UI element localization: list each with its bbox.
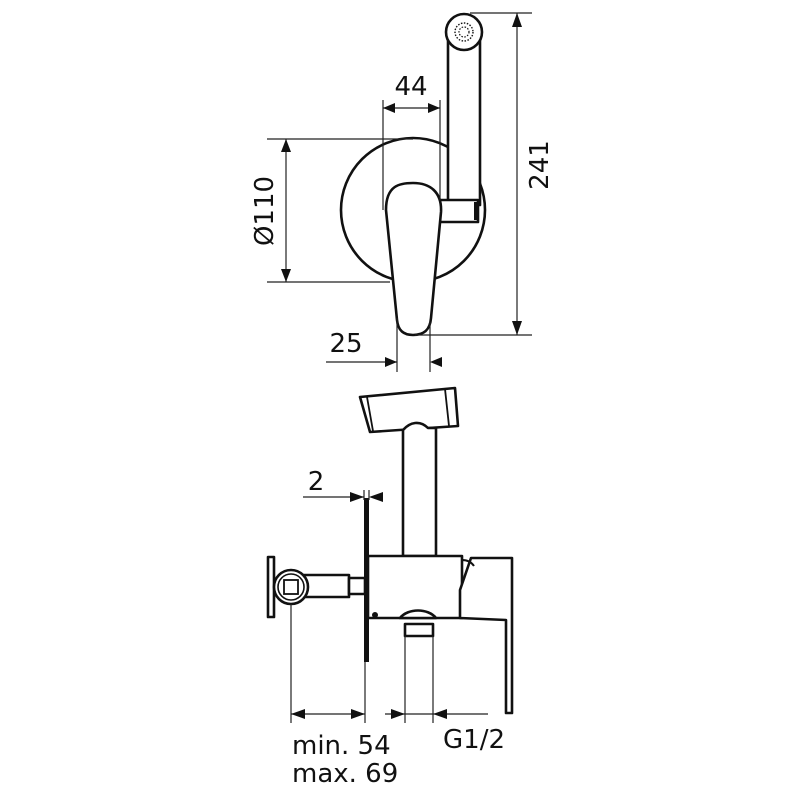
front-view <box>339 12 487 337</box>
hand-shower-head <box>358 386 460 434</box>
dim-label-max: max. 69 <box>292 759 398 789</box>
spray-nozzle-icon <box>454 22 474 42</box>
dim-label-2: 2 <box>308 467 325 497</box>
dim-label-241: 241 <box>525 140 555 190</box>
dimension-25: 25 <box>326 318 442 372</box>
lever-side <box>458 556 514 715</box>
dimension-241: 241 <box>415 12 555 336</box>
dimension-g12: G1/2 <box>385 636 505 755</box>
side-view <box>266 386 514 715</box>
valve-square-icon <box>283 579 299 595</box>
mixer-body <box>366 554 464 620</box>
dim-label-g12: G1/2 <box>443 725 505 755</box>
dim-label-44: 44 <box>394 72 427 102</box>
lever-handle <box>384 181 443 337</box>
shower-head-end <box>444 12 484 52</box>
dimension-diameter: Ø110 <box>250 138 413 283</box>
dimension-depth: min. 54 max. 69 <box>290 604 398 789</box>
shower-stem <box>401 421 438 558</box>
wall-plate-side <box>364 498 369 662</box>
dim-label-min: min. 54 <box>292 731 391 761</box>
dimension-2: 2 <box>303 467 383 502</box>
holder-bracket <box>438 198 480 224</box>
dim-label-25: 25 <box>329 329 362 359</box>
dim-label-diameter: Ø110 <box>250 176 280 246</box>
hose-outlet <box>398 609 438 620</box>
hand-shower-body <box>446 28 482 207</box>
dimension-44: 44 <box>382 72 441 210</box>
hose-connector-g12 <box>403 622 435 638</box>
inwall-pipe <box>302 573 351 599</box>
